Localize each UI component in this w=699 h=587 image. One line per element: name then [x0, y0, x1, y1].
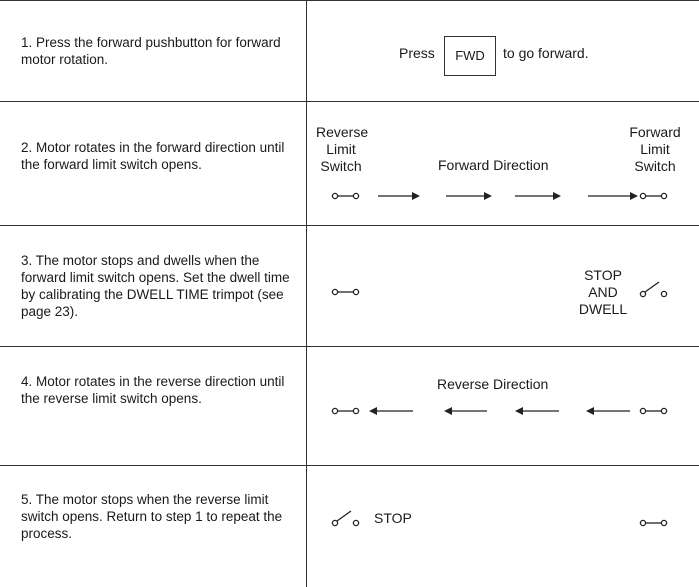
label-line: Limit — [326, 141, 356, 157]
stop-label: STOP — [374, 510, 412, 526]
label-line: Switch — [634, 158, 676, 174]
label-line: Forward — [629, 124, 681, 140]
step-2-text: 2. Motor rotates in the forward directio… — [21, 140, 285, 172]
reverse-direction-label: Reverse Direction — [437, 376, 549, 392]
row-divider — [0, 346, 699, 347]
label-line: AND — [588, 284, 618, 300]
table-border-top — [0, 0, 699, 1]
closed-switch-icon — [639, 519, 668, 527]
label-line: DWELL — [578, 301, 628, 317]
step-5-text: 5. The motor stops when the reverse limi… — [21, 492, 283, 541]
step-4-text: 4. Motor rotates in the reverse directio… — [21, 374, 285, 406]
closed-switch-icon — [331, 192, 360, 200]
closed-switch-icon — [331, 407, 360, 415]
open-switch-icon — [639, 281, 668, 298]
forward-direction-label: Forward Direction — [438, 157, 549, 173]
reverse-limit-switch-label: Reverse Limit Switch — [316, 124, 369, 175]
row-divider — [0, 465, 699, 466]
step-3-text: 3. The motor stops and dwells when the f… — [21, 253, 290, 319]
closed-switch-icon — [639, 192, 668, 200]
column-divider — [306, 0, 307, 587]
press-label: Press — [399, 45, 435, 61]
closed-switch-icon — [639, 407, 668, 415]
row-divider — [0, 225, 699, 226]
label-line: Limit — [640, 141, 670, 157]
stop-and-dwell-label: STOP AND DWELL — [575, 267, 631, 318]
label-line: STOP — [584, 267, 622, 283]
fwd-button: FWD — [444, 36, 496, 76]
row-divider — [0, 101, 699, 102]
label-line: Switch — [320, 158, 362, 174]
forward-limit-switch-label: Forward Limit Switch — [625, 124, 685, 175]
step-1-text: 1. Press the forward pushbutton for forw… — [21, 35, 281, 67]
open-switch-icon — [331, 510, 360, 527]
go-forward-label: to go forward. — [503, 45, 589, 61]
label-line: Reverse — [316, 124, 369, 140]
closed-switch-icon — [331, 288, 360, 296]
